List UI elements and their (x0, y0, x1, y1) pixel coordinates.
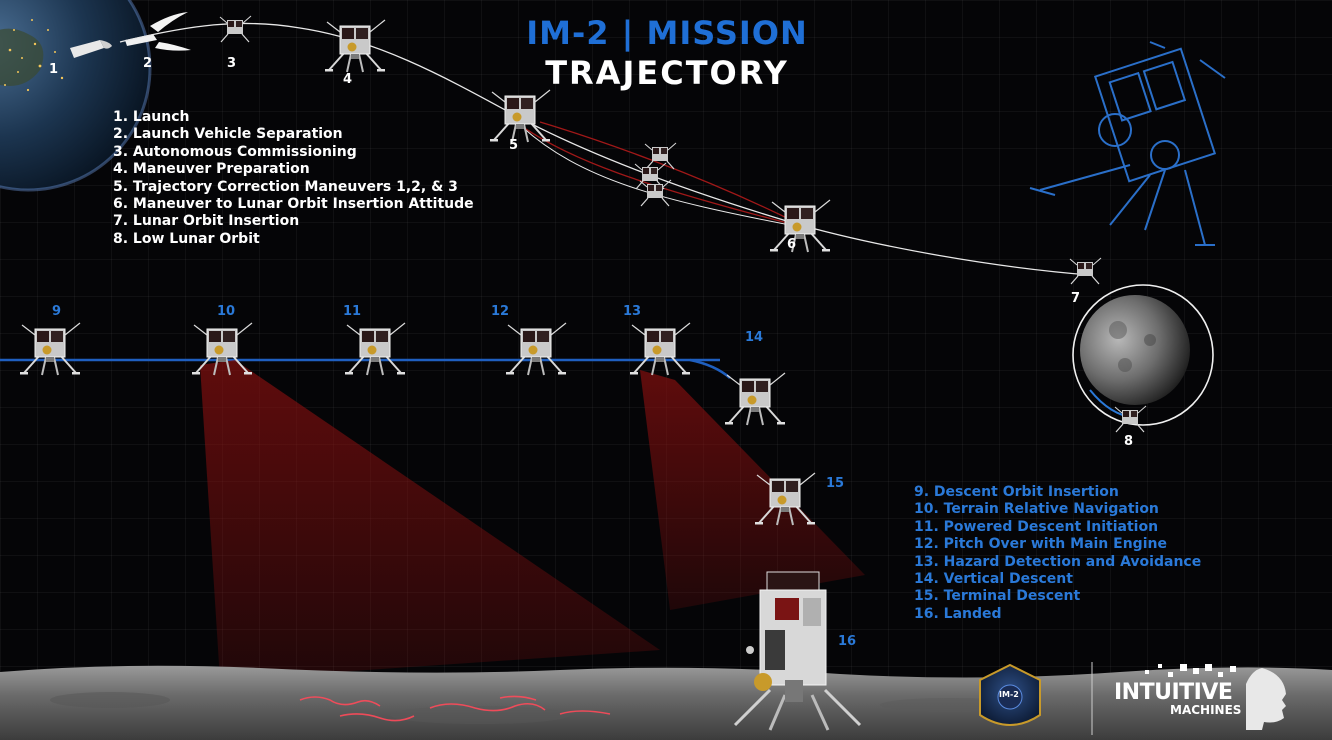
step-number: 3 (227, 56, 237, 71)
lander-icon (639, 179, 672, 207)
lander-icon (19, 322, 81, 376)
earth-icon (0, 0, 152, 192)
step-number: 16 (838, 634, 857, 649)
trajectory-path (119, 22, 1091, 276)
step-number: 4 (343, 72, 353, 87)
legend-item: 10. Terrain Relative Navigation (914, 501, 1159, 518)
correction-path (519, 124, 796, 227)
lander-icon (644, 142, 677, 170)
legend-item: 13. Hazard Detection and Avoidance (914, 553, 1202, 570)
lander-icon (769, 199, 831, 253)
legend-item: 6. Maneuver to Lunar Orbit Insertion Att… (113, 196, 474, 213)
step-number: 11 (343, 304, 362, 319)
legend-item: 15. Terminal Descent (914, 588, 1081, 605)
legend-item: 9. Descent Orbit Insertion (914, 484, 1119, 500)
company-logo-icon (1091, 662, 1286, 735)
lander-blueprint-icon (1029, 41, 1226, 246)
legend-item: 14. Vertical Descent (914, 571, 1073, 588)
legend-item: 5. Trajectory Correction Maneuvers 1,2, … (113, 178, 458, 195)
step-number: 10 (217, 304, 236, 319)
lander-icon (489, 89, 551, 143)
legend-item: 16. Landed (914, 605, 1002, 622)
step-number: 6 (787, 237, 797, 252)
descent-orbit-line (689, 358, 731, 379)
lander-icon (344, 322, 406, 376)
brand-name: INTUITIVE (1114, 680, 1233, 705)
legend-item: 1. Launch (113, 109, 190, 125)
step-number: 15 (826, 476, 845, 491)
lander-icon (629, 322, 691, 376)
page-subtitle: TRAJECTORY (545, 54, 789, 92)
brand-subname: MACHINES (1170, 703, 1242, 717)
legend-item: 3. Autonomous Commissioning (113, 143, 357, 160)
step-number: 5 (509, 138, 519, 153)
mission-patch-label: IM-2 (999, 690, 1019, 699)
company-brand: INTUITIVE MACHINES (1114, 680, 1314, 717)
legend-item: 2. Launch Vehicle Separation (113, 126, 343, 143)
lander-icon (733, 571, 862, 731)
step-number: 7 (1071, 291, 1081, 306)
legend-item: 4. Maneuver Preparation (113, 161, 310, 178)
legend-item: 7. Lunar Orbit Insertion (113, 213, 300, 230)
legend-cruise-phases: 1. Launch 2. Launch Vehicle Separation 3… (113, 109, 474, 248)
page-title: IM-2 | MISSION (526, 14, 808, 52)
rocket-icon (70, 12, 191, 58)
step-number: 14 (745, 330, 764, 345)
moon-icon (1072, 284, 1214, 426)
mission-patch-icon (979, 663, 1041, 726)
correction-path (519, 124, 796, 226)
step-number: 13 (623, 304, 642, 319)
lander-icon (724, 372, 786, 426)
step-number: 9 (52, 304, 62, 319)
lander-icon (505, 322, 567, 376)
step-number: 1 (49, 62, 59, 77)
step-number: 2 (143, 56, 153, 71)
legend-descent-phases: 9. Descent Orbit Insertion 10. Terrain R… (914, 484, 1201, 623)
step-number: 12 (491, 304, 510, 319)
legend-item: 12. Pitch Over with Main Engine (914, 536, 1167, 553)
legend-item: 11. Powered Descent Initiation (914, 518, 1159, 535)
step-number: 8 (1124, 434, 1134, 449)
lander-icon (1069, 257, 1102, 285)
sensor-cone (200, 360, 660, 680)
legend-item: 8. Low Lunar Orbit (113, 230, 260, 247)
lander-icon (1114, 405, 1147, 433)
correction-path (539, 121, 796, 223)
sensor-cone (640, 370, 865, 610)
